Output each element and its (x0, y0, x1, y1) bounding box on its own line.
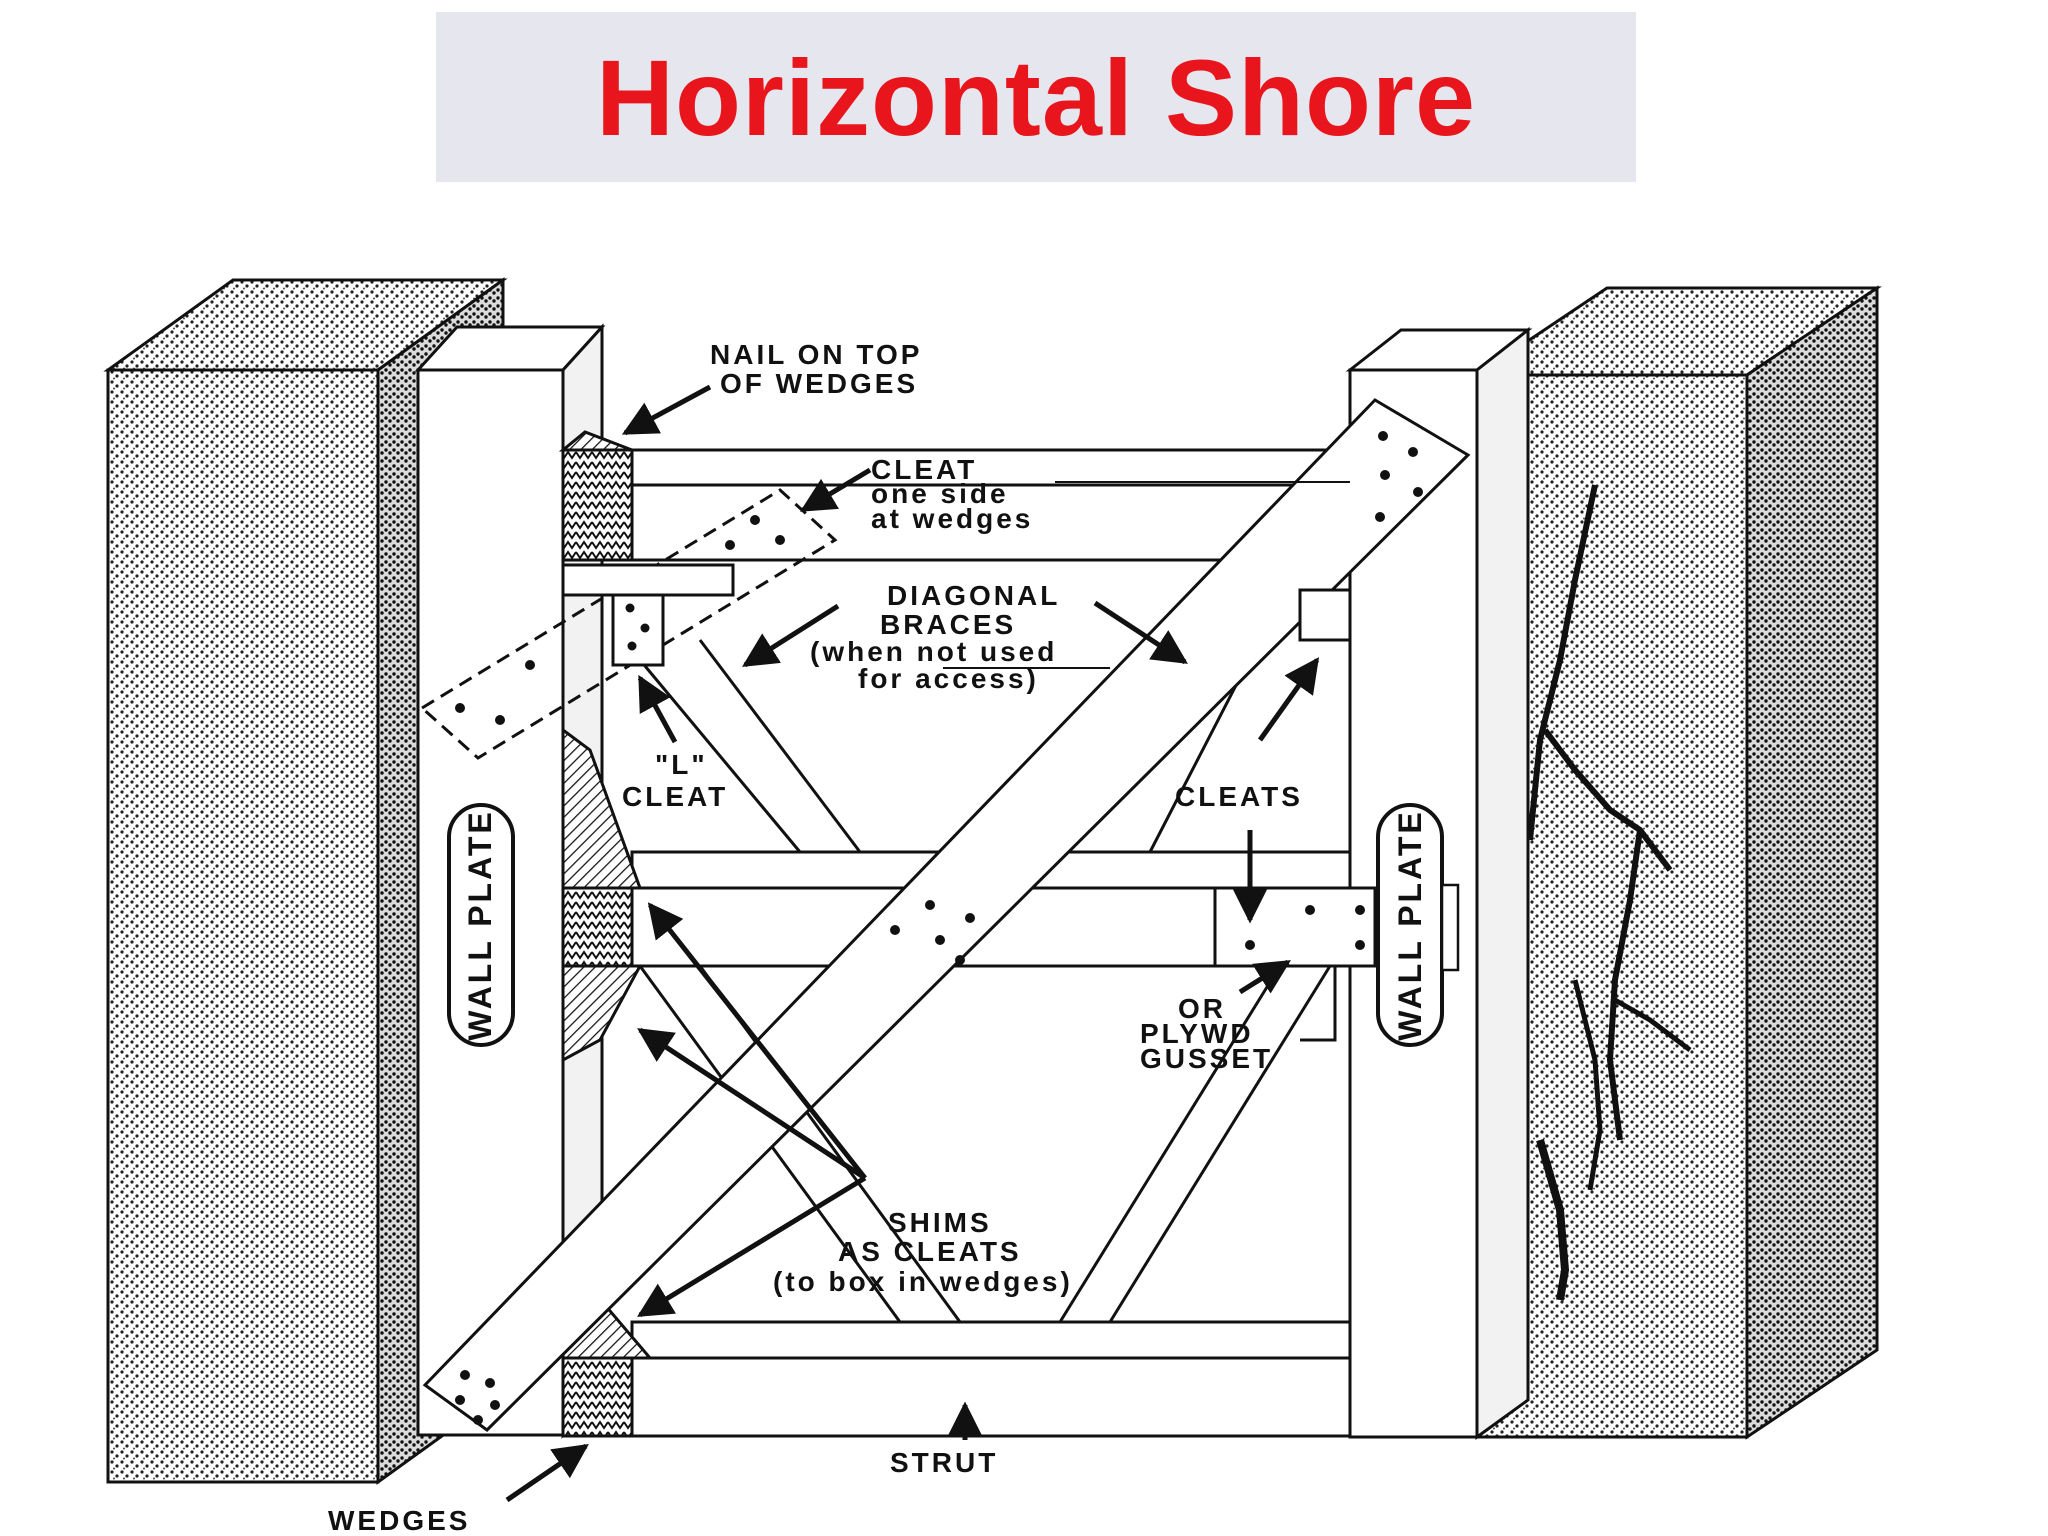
label-nail-on-top-1: NAIL ON TOP (710, 339, 922, 370)
arrow-diagonal-right (1093, 600, 1188, 665)
bottom-strut-top-face (630, 1320, 1352, 1360)
right-plate-tab (1440, 883, 1460, 972)
l-cleat (561, 563, 735, 667)
callout-arrows (505, 384, 1320, 1503)
large-diagonal-brace (422, 398, 1471, 1432)
upper-right-cleat (1298, 588, 1352, 642)
wall-cracks (1527, 484, 1692, 1301)
label-for-access: for access) (858, 663, 1039, 694)
label-l-cleat: CLEAT (622, 781, 728, 812)
title-banner: Horizontal Shore (436, 12, 1636, 182)
bottom-wedges (561, 1356, 634, 1438)
label-when-not-used: (when not used (810, 636, 1057, 667)
diagonal-brace-nails (455, 431, 1423, 1425)
arrow-wedges (505, 1443, 589, 1503)
label-plywd: PLYWD (1140, 1018, 1254, 1049)
bottom-strut (630, 1356, 1352, 1438)
arrow-cleat-one-side (799, 467, 872, 513)
wedges-group (558, 430, 654, 1438)
label-or: OR (1178, 993, 1226, 1024)
arrow-shim-3 (637, 1175, 867, 1318)
arrow-cleats-upper (1257, 657, 1320, 742)
left-wall-plate-label-capsule (447, 803, 515, 1047)
dashed-cleat (419, 488, 838, 760)
diagram-labels: NAIL ON TOP OF WEDGES CLEAT one side at … (328, 339, 1303, 1536)
arrow-shim-2 (637, 1027, 867, 1181)
label-one-side: one side (871, 478, 1009, 509)
label-shims: SHIMS (888, 1207, 992, 1238)
label-cleat: CLEAT (871, 454, 977, 485)
label-as-cleats: AS CLEATS (838, 1236, 1022, 1267)
right-wall (1472, 285, 1882, 1440)
label-nail-on-top-2: OF WEDGES (720, 368, 918, 399)
gusset-edge-line (1300, 966, 1337, 1042)
gusset-cleat (1213, 886, 1377, 968)
label-at-wedges: at wedges (871, 503, 1033, 534)
page-title: Horizontal Shore (595, 36, 1477, 158)
label-box-in-wedges: (to box in wedges) (773, 1266, 1073, 1297)
label-diagonal: DIAGONAL (887, 580, 1060, 611)
label-braces: BRACES (880, 609, 1016, 640)
callout-lines (943, 481, 1350, 669)
middle-wedges (561, 886, 634, 968)
top-wedges (561, 448, 634, 562)
label-l-quote: "L" (655, 749, 708, 780)
arrow-l-cleat (637, 674, 678, 744)
label-wedges: WEDGES (328, 1505, 470, 1536)
label-strut: STRUT (890, 1447, 998, 1478)
arrow-diagonal-left (742, 603, 840, 668)
arrow-gusset (1238, 959, 1291, 995)
shims (561, 727, 643, 1063)
label-cleats: CLEATS (1175, 781, 1303, 812)
wall-plate-label-right: WALL PLATE (1392, 809, 1428, 1040)
wall-plate-label-left: WALL PLATE (462, 809, 498, 1040)
label-gusset: GUSSET (1140, 1043, 1273, 1074)
arrow-shim-1 (647, 902, 867, 1180)
arrow-nail-on-top (621, 384, 712, 436)
